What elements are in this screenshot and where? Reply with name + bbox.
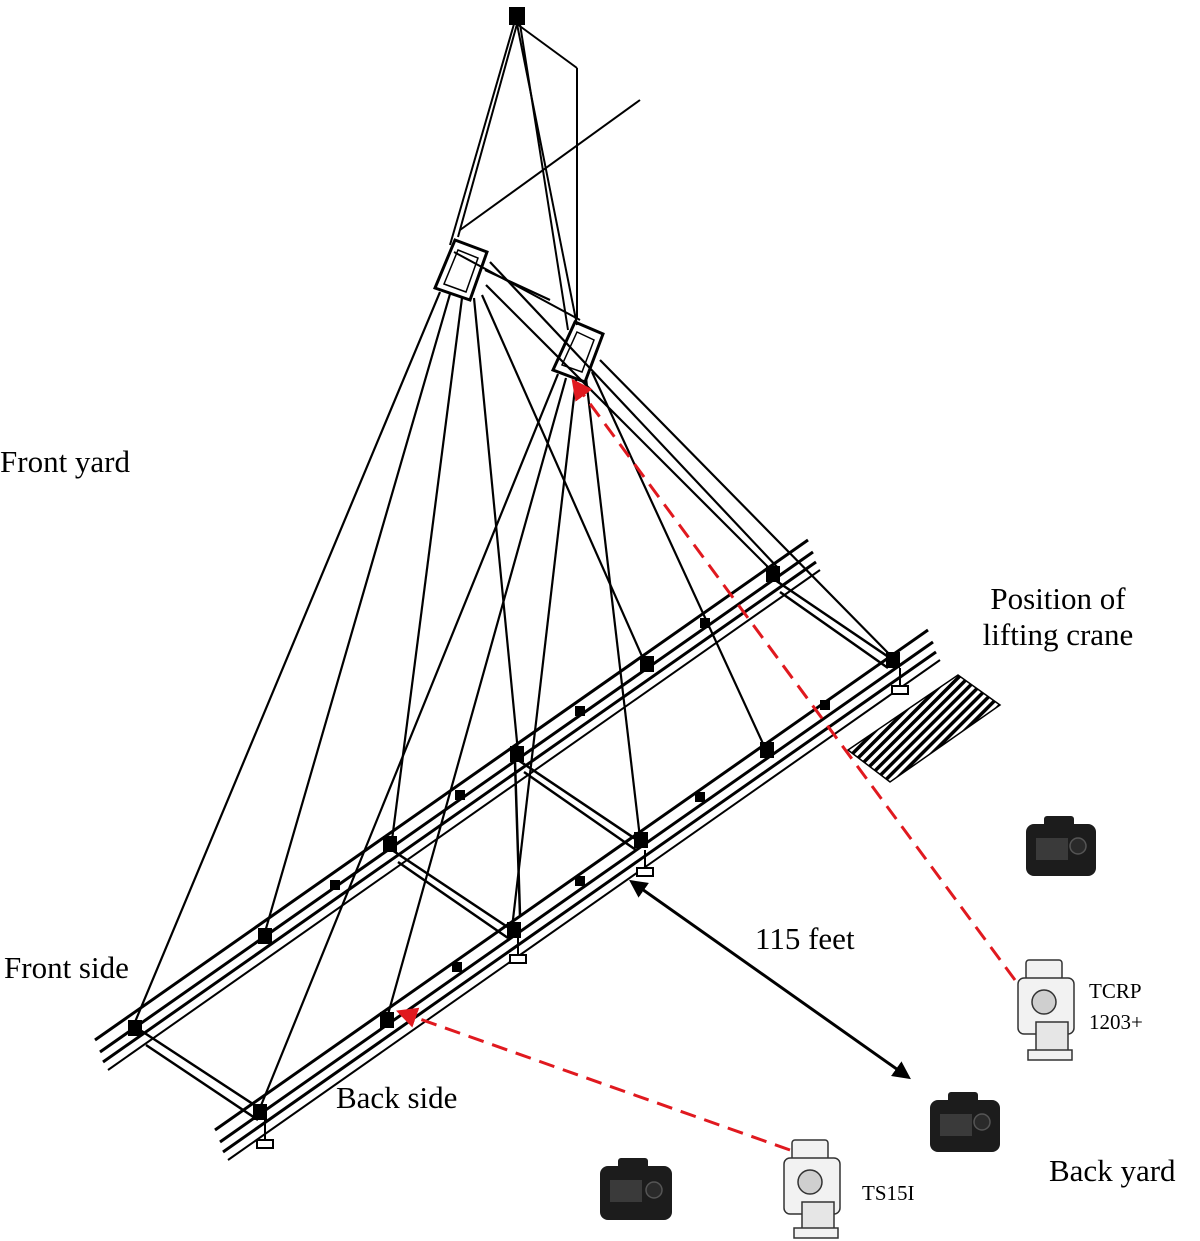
support-legs bbox=[256, 668, 909, 1149]
label-front-yard: Front yard bbox=[0, 444, 131, 479]
label-front-side: Front side bbox=[4, 950, 129, 985]
label-tcrp-line1: TCRP bbox=[1089, 979, 1142, 1003]
girder-connections bbox=[128, 566, 900, 1120]
cross-frames bbox=[139, 578, 894, 1122]
camera-icon bbox=[1026, 816, 1096, 876]
label-back-yard: Back yard bbox=[1049, 1153, 1176, 1188]
back-girder bbox=[214, 628, 941, 1161]
label-tcrp-line2: 1203+ bbox=[1089, 1010, 1143, 1034]
label-ts15: TS15I bbox=[862, 1181, 915, 1205]
label-back-side: Back side bbox=[336, 1080, 458, 1115]
camera-icon bbox=[600, 1158, 672, 1220]
crane-hook bbox=[509, 7, 525, 25]
spreader-frame-front bbox=[433, 238, 489, 302]
label-distance: 115 feet bbox=[755, 921, 855, 956]
crane-hook-assembly bbox=[449, 7, 641, 331]
sightline-ts15 bbox=[396, 1007, 791, 1152]
total-station-icon bbox=[783, 1139, 841, 1239]
crane-hatch-area bbox=[846, 674, 1002, 783]
label-crane-line1: Position of bbox=[990, 581, 1126, 616]
total-station-icon bbox=[1017, 959, 1075, 1061]
distance-arrow bbox=[629, 879, 911, 1080]
label-crane-line2: lifting crane bbox=[982, 616, 1134, 652]
sling-cables bbox=[133, 261, 894, 1109]
front-girder bbox=[94, 538, 821, 1071]
camera-icon bbox=[930, 1092, 1000, 1152]
label-crane-position: Position of lifting crane bbox=[966, 581, 1150, 652]
